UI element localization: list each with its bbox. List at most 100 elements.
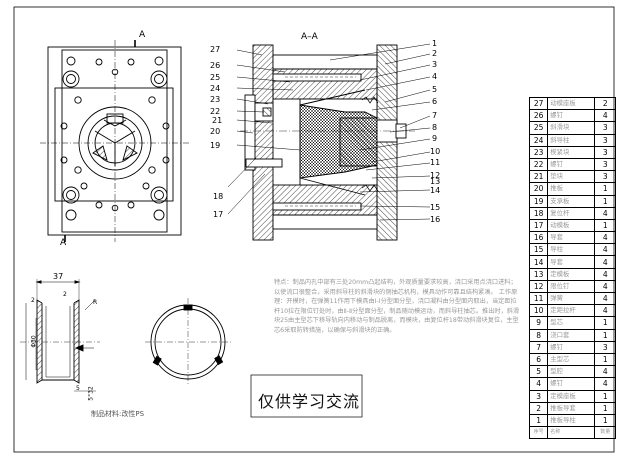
bom-cell-name: 斜滑块: [547, 121, 596, 135]
watermark-box: [250, 374, 363, 418]
bom-cell-qty: 3: [594, 170, 616, 184]
leader-lines: [227, 43, 431, 221]
callout-6: 6: [432, 97, 438, 106]
section-mark-bottom: A: [60, 238, 67, 248]
callout-17: 17: [213, 210, 224, 219]
bom-cell-name: 动模板: [547, 218, 596, 233]
bom-cell-no: 20: [528, 182, 549, 196]
bom-cell-qty: 4: [594, 255, 616, 269]
watermark-text: 仅供学习交流: [258, 392, 361, 411]
section-view: [240, 44, 415, 241]
bom-cell-no: 23: [528, 145, 549, 159]
bom-cell-qty: 4: [594, 267, 616, 281]
dim-step: 5: [76, 385, 80, 392]
product-material: 制品材料:改性PS: [91, 410, 145, 418]
bom-cell-name: 型芯: [547, 316, 596, 330]
callout-2: 2: [432, 49, 438, 58]
bom-cell-qty: 4: [594, 109, 616, 123]
bom-cell-qty: 1: [594, 218, 616, 233]
dim-angle: 5°32: [87, 386, 95, 401]
callout-16: 16: [430, 215, 441, 224]
section-mark-top: A: [139, 30, 146, 40]
bom-cell-qty: 1: [594, 182, 616, 196]
bom-cell-qty: 1: [594, 413, 616, 428]
callout-18: 18: [213, 192, 224, 201]
plan-view: [40, 40, 190, 242]
callout-15: 15: [430, 203, 441, 212]
bom-cell-name: 螺钉: [547, 157, 596, 172]
bom-cell-qty: 4: [594, 291, 616, 306]
bom-cell-qty: 1: [594, 328, 616, 342]
bom-cell-name: 定模板: [547, 267, 596, 281]
bom-header-name: 名称: [547, 426, 596, 440]
section-view-title: A–A: [301, 32, 318, 42]
callout-4: 4: [432, 72, 438, 81]
bom-cell-no: 2: [528, 401, 549, 415]
bom-cell-no: 6: [528, 352, 549, 367]
bom-cell-name: 动模座板: [547, 96, 596, 111]
bom-header-row: 序号名称数量: [528, 426, 616, 440]
callout-7: 7: [432, 111, 438, 120]
bom-cell-qty: 3: [594, 121, 616, 135]
bom-header-no: 序号: [528, 426, 549, 440]
bom-cell-name: 斜导柱: [547, 133, 596, 147]
bom-cell-no: 5: [528, 365, 549, 379]
callout-21: 21: [212, 116, 223, 125]
product-section: [20, 279, 100, 392]
callout-14: 14: [430, 186, 441, 195]
callout-27: 27: [210, 45, 221, 54]
center-cavity: [78, 106, 152, 180]
bom-cell-name: 定距拉杆: [547, 304, 596, 318]
bom-cell-no: 27: [528, 96, 549, 111]
bom-cell-no: 10: [528, 304, 549, 318]
callout-9: 9: [432, 134, 438, 143]
bom-cell-qty: 3: [594, 157, 616, 172]
bom-cell-name: 支承板: [547, 194, 596, 208]
bom-cell-qty: 1: [594, 401, 616, 415]
bom-cell-qty: 4: [594, 304, 616, 318]
bom-cell-no: 22: [528, 157, 549, 172]
bom-cell-name: 弹簧: [547, 291, 596, 306]
guide-bush-holes: [62, 56, 168, 221]
bom-cell-name: 主型芯: [547, 352, 596, 367]
dim-diameter: Φ30: [30, 335, 38, 348]
callout-1: 1: [432, 39, 438, 48]
bom-cell-qty: 4: [594, 206, 616, 220]
bom-cell-qty: 1: [594, 352, 616, 367]
callout-13: 13: [430, 177, 441, 186]
bom-cell-qty: 1: [594, 316, 616, 330]
bom-cell-no: 19: [528, 194, 549, 208]
bom-cell-no: 3: [528, 389, 549, 403]
bom-cell-qty: 4: [594, 243, 616, 257]
bom-cell-name: 垫块: [547, 170, 596, 184]
bom-cell-qty: 1: [594, 194, 616, 208]
bom-header-qty: 数量: [594, 426, 616, 440]
bom-cell-no: 18: [528, 206, 549, 220]
bom-cell-qty: 3: [594, 133, 616, 147]
dim-overall-width: 37: [53, 272, 64, 281]
bom-cell-name: 推板导柱: [547, 413, 596, 428]
callout-19: 19: [210, 141, 221, 150]
bom-cell-no: 13: [528, 267, 549, 281]
bom-cell-no: 17: [528, 218, 549, 233]
